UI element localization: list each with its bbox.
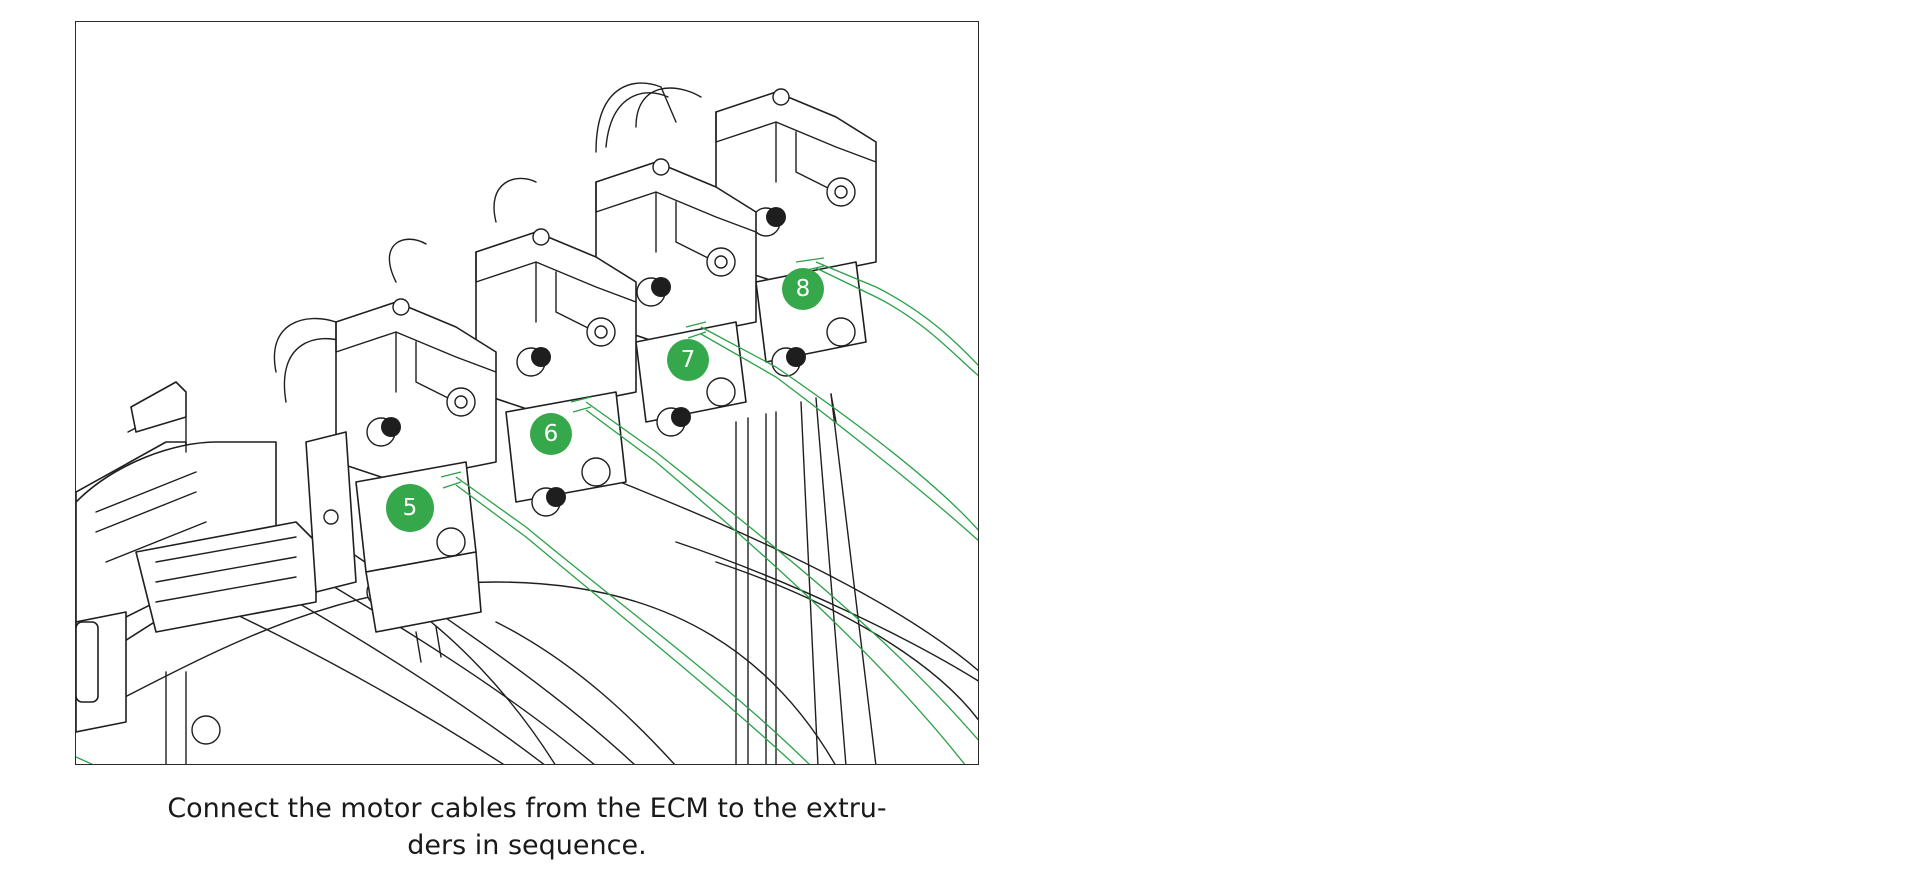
callout-5: 5 (386, 484, 434, 532)
extruder-line-drawing: 5 6 7 8 (76, 82, 978, 764)
callout-5-label: 5 (403, 495, 418, 521)
ecm-module (76, 381, 317, 764)
extruder-stack (273, 82, 877, 663)
assembly-illustration: 5 6 7 8 (75, 21, 979, 765)
callout-8-label: 8 (796, 276, 811, 302)
caption-line-2: ders in sequence. (407, 830, 647, 861)
support-column (735, 393, 877, 764)
callout-6: 6 (530, 413, 572, 455)
callout-6-label: 6 (544, 421, 559, 447)
caption-line-1: Connect the motor cables from the ECM to… (167, 793, 887, 824)
callout-7: 7 (667, 339, 709, 381)
figure-caption: Connect the motor cables from the ECM to… (75, 790, 979, 864)
callout-7-label: 7 (681, 347, 696, 373)
callout-8: 8 (782, 268, 824, 310)
motor-cables (76, 257, 978, 764)
